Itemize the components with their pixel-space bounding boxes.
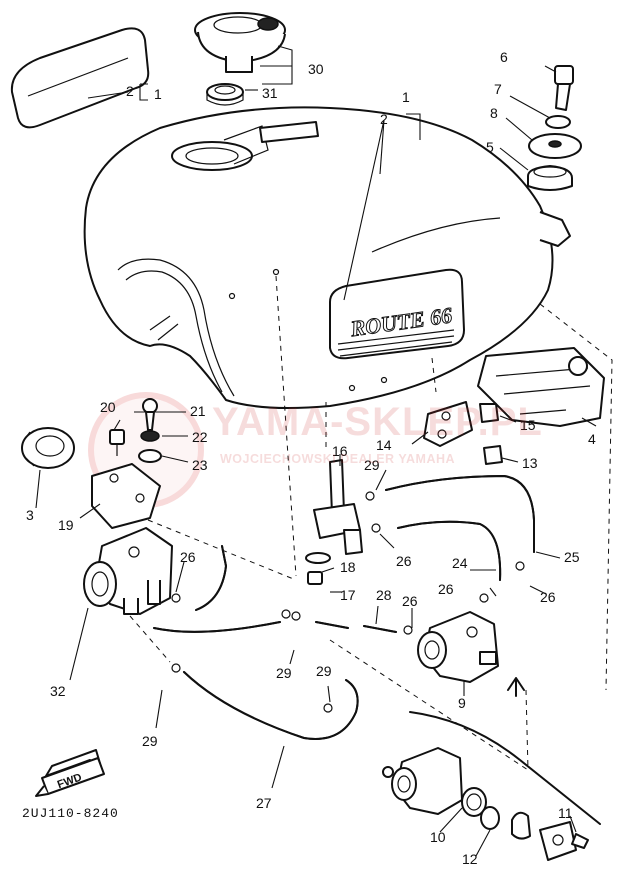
callout-26: 26: [180, 549, 196, 565]
callout-13: 13: [522, 455, 538, 471]
fuel-pump-right: [417, 611, 499, 683]
callout-11: 11: [558, 805, 573, 821]
callout-23: 23: [192, 457, 208, 473]
callout-2: 2: [380, 111, 388, 127]
callout-7: 7: [494, 81, 502, 97]
forward-direction-icon: [35, 749, 105, 797]
callout-17: 17: [340, 587, 356, 603]
callout-27: 27: [256, 795, 272, 811]
callout-29: 29: [316, 663, 332, 679]
callout-30: 30: [308, 61, 324, 77]
callout-20: 20: [100, 399, 116, 415]
callout-2: 2: [126, 83, 134, 99]
callout-8: 8: [490, 105, 498, 121]
callout-10: 10: [430, 829, 446, 845]
assembly-arrow-icon: [507, 677, 525, 697]
fuel-tank: [83, 106, 571, 409]
callout-22: 22: [192, 429, 208, 445]
callout-18: 18: [340, 559, 356, 575]
callout-3: 3: [26, 507, 34, 523]
callout-28: 28: [376, 587, 392, 603]
callout-16: 16: [332, 443, 348, 459]
callout-32: 32: [50, 683, 66, 699]
rubber-grommet: [21, 427, 75, 469]
callout-9: 9: [458, 695, 466, 711]
fuel-pump-exploded: [382, 747, 589, 861]
callout-24: 24: [452, 555, 468, 571]
bolt-stack: [527, 65, 582, 191]
callout-21: 21: [190, 403, 206, 419]
hose-clips: [171, 491, 525, 713]
reference-lines: [129, 275, 613, 771]
exploded-view-bracket: [409, 711, 601, 825]
callout-12: 12: [462, 851, 478, 867]
mounting-plate: [91, 463, 161, 529]
callout-26: 26: [396, 553, 412, 569]
callout-4: 4: [588, 431, 596, 447]
callout-19: 19: [58, 517, 74, 533]
fuel-cock: [305, 459, 363, 585]
callout-31: 31: [262, 85, 278, 101]
fuel-cap: [194, 12, 286, 73]
callout-26: 26: [438, 581, 454, 597]
fuel-pump-left: [83, 527, 173, 615]
callout-14: 14: [376, 437, 392, 453]
fuel-cock-bracket: [423, 401, 503, 465]
callout-1: 1: [154, 86, 162, 102]
side-cover-panel: [10, 27, 150, 129]
leader-lines: [35, 45, 597, 857]
callout-labels: 1 1 2 2 3 4 5 6 7 8 9 10 11 12 13 14 15 …: [26, 49, 596, 867]
mounting-hardware: [109, 398, 162, 463]
callout-1: 1: [402, 89, 410, 105]
callout-26: 26: [402, 593, 418, 609]
callout-6: 6: [500, 49, 508, 65]
fuel-hoses: [153, 475, 535, 740]
callout-25: 25: [564, 549, 580, 565]
callout-29: 29: [364, 457, 380, 473]
callout-5: 5: [486, 139, 494, 155]
callout-29: 29: [276, 665, 292, 681]
callout-29: 29: [142, 733, 158, 749]
cap-gasket: [206, 83, 244, 106]
tank-bracket: [477, 347, 605, 427]
diagram-code: 2UJ110-8240: [22, 806, 119, 821]
callout-26: 26: [540, 589, 556, 605]
callout-15: 15: [520, 417, 536, 433]
